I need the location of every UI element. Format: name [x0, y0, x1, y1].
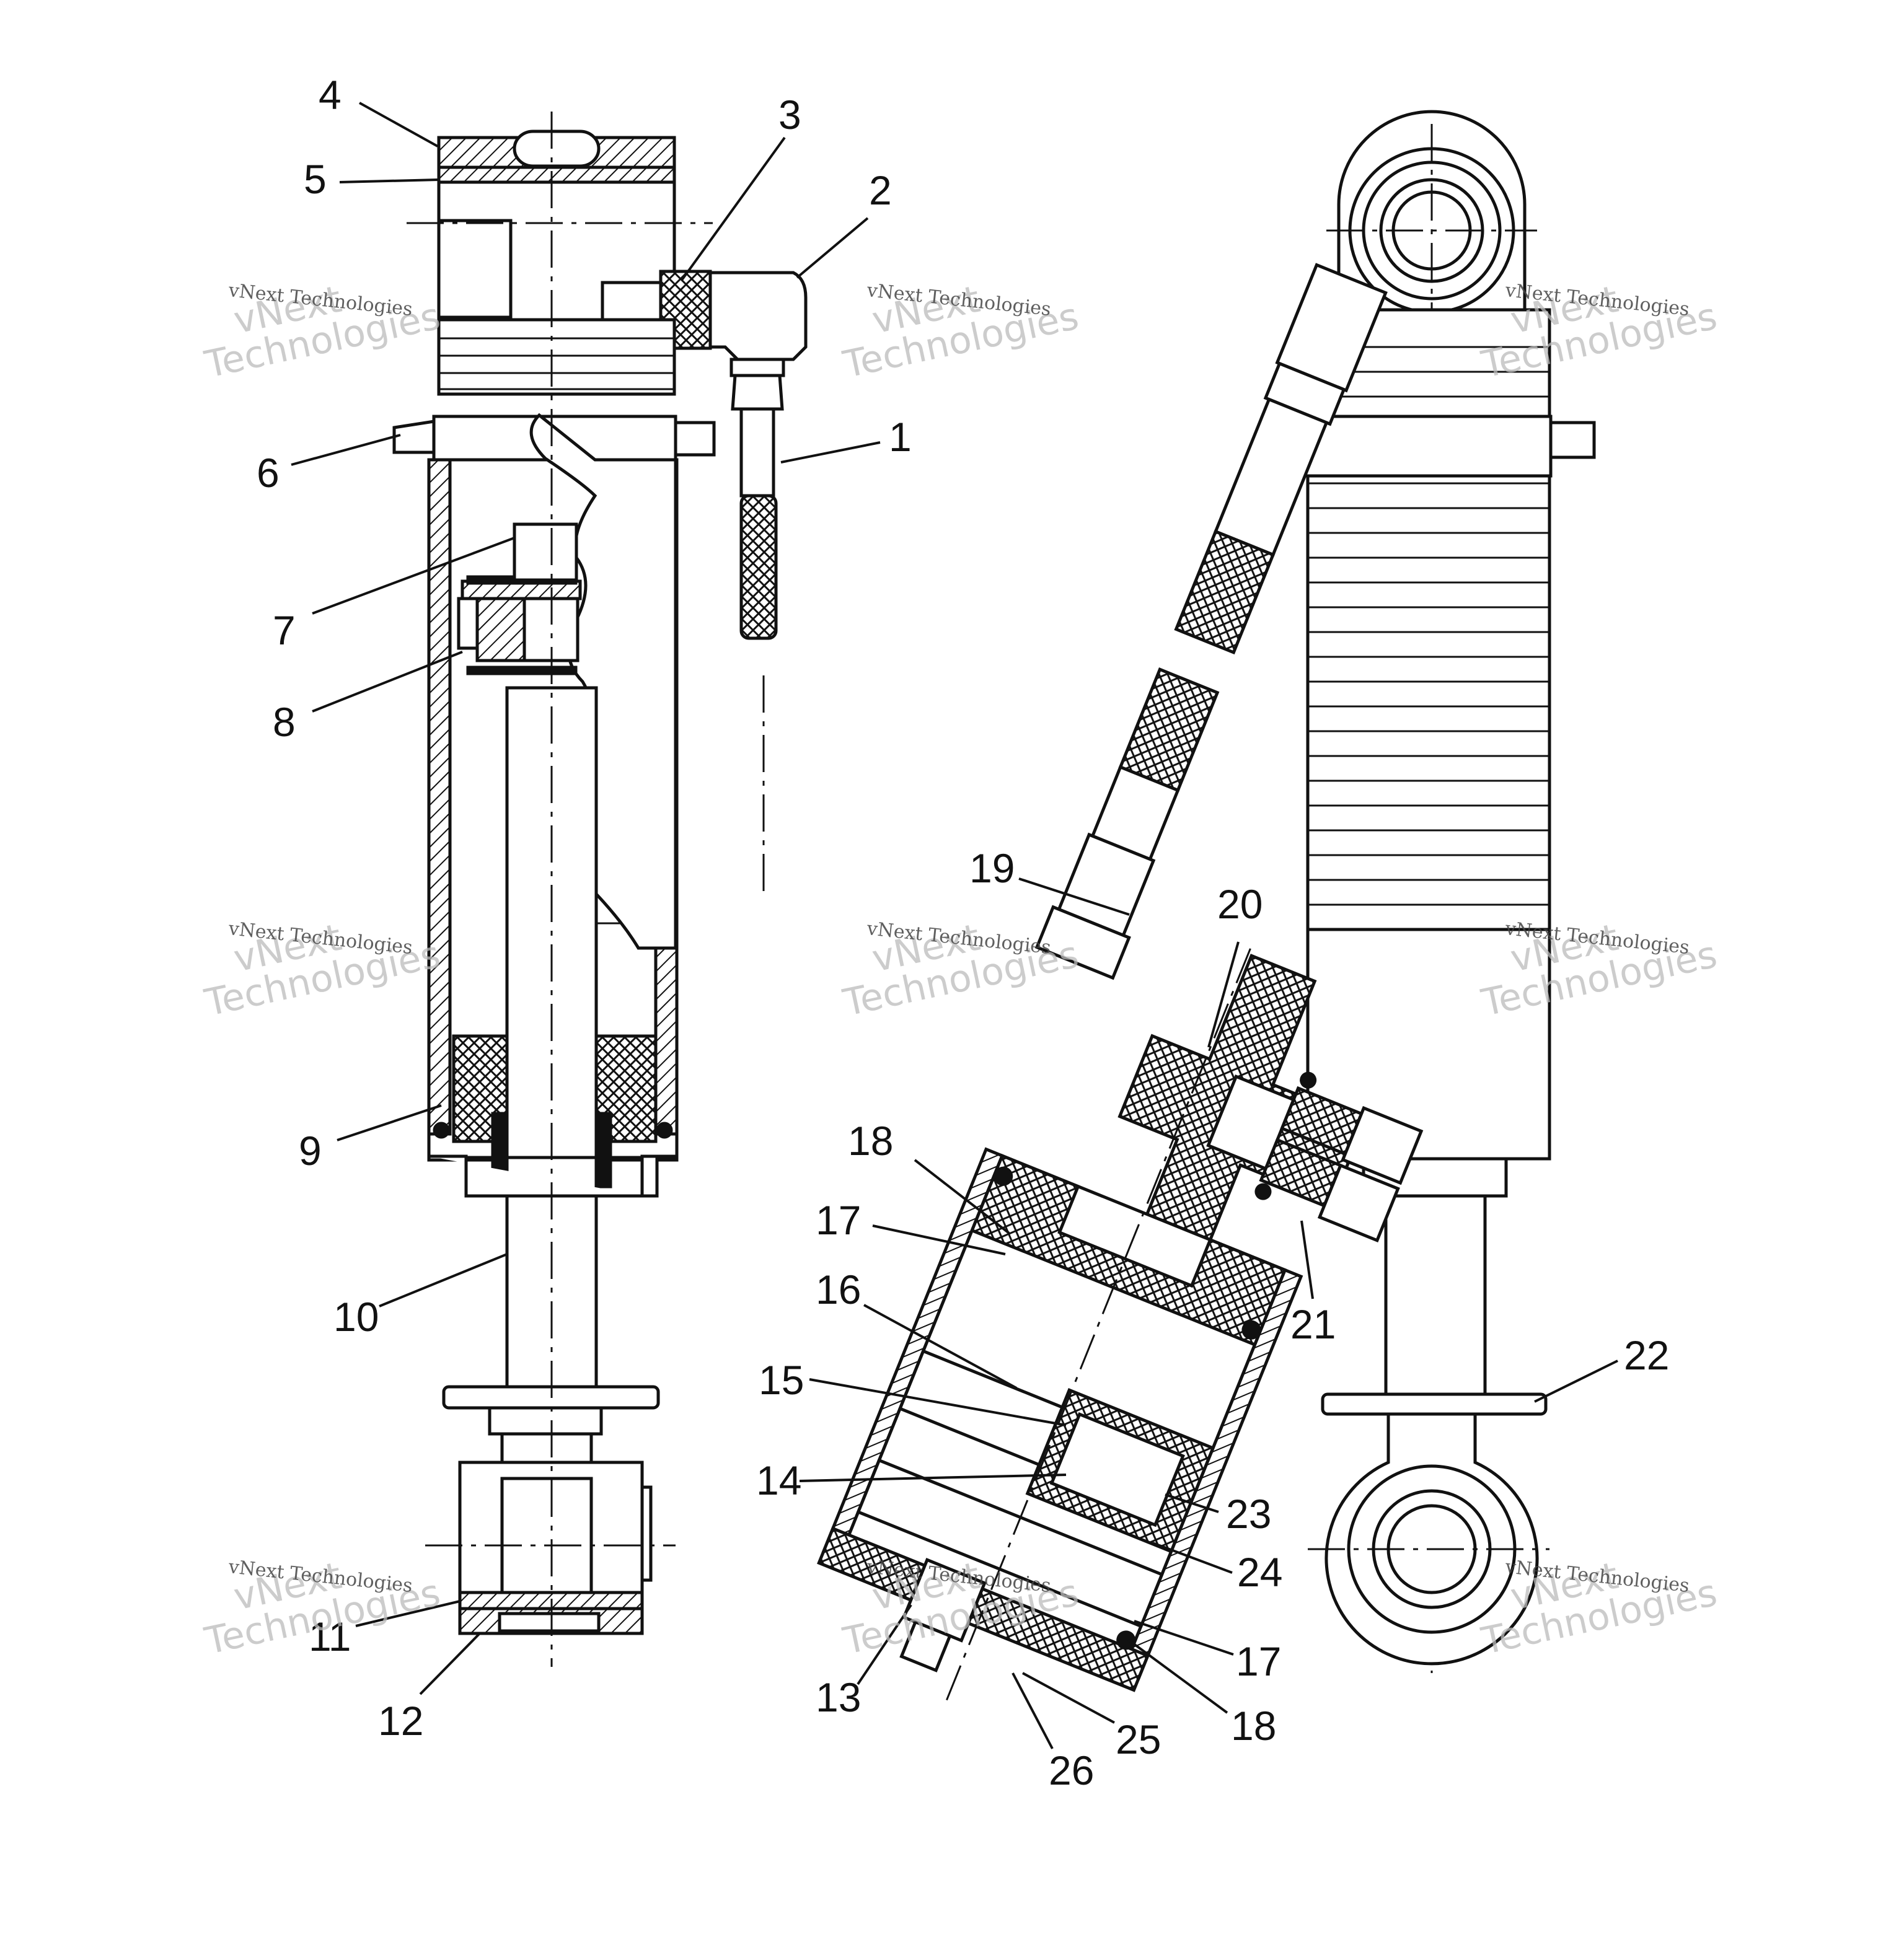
callout-14: 14: [756, 1457, 801, 1503]
callout-leaders: [291, 102, 1618, 1749]
lower-eye-edge: [640, 1485, 653, 1582]
right-shaft: [1384, 1194, 1487, 1396]
callout-15: 15: [759, 1357, 804, 1403]
body-wall-right: [654, 946, 679, 1136]
adjuster-valve-core: [1206, 1074, 1296, 1171]
right-lower-eye: [1324, 1412, 1539, 1666]
reservoir-assembly: [817, 263, 1424, 1708]
floating-piston-core: [1049, 1412, 1185, 1527]
seal-head-right: [594, 1034, 658, 1143]
callout-6: 6: [257, 450, 280, 496]
callout-7: 7: [273, 607, 296, 653]
adjuster-cap-upper: [1341, 1105, 1424, 1185]
top-washer: [437, 165, 676, 184]
callout-13: 13: [816, 1674, 861, 1720]
callout-1: 1: [889, 414, 912, 460]
watermarks: vNext Technologies vNext Technologies vN…: [201, 278, 1721, 1663]
callout-20: 20: [1217, 881, 1263, 927]
elbow-fitting: [708, 271, 808, 361]
canister-oring-top-right: [1241, 1320, 1261, 1340]
callout-24: 24: [1237, 1549, 1282, 1595]
spring-upper-cap: [437, 318, 676, 396]
valve-stem-cap: [899, 1620, 952, 1672]
callout-17-lower: 17: [1236, 1638, 1281, 1684]
body-oring-right: [656, 1122, 673, 1139]
piston-shaft: [505, 686, 598, 1198]
piston-ring-bottom: [466, 666, 578, 675]
top-eye-hole: [513, 130, 601, 168]
right-spring-collar: [1290, 415, 1553, 478]
callout-numbers: 4 5 3 2 1 6 7 8 9 10 11 12 19 20 21 18 1…: [257, 72, 1669, 1793]
callout-18-lower: 18: [1231, 1703, 1276, 1749]
callout-12: 12: [378, 1698, 423, 1744]
callout-8: 8: [273, 699, 296, 745]
adjuster-oring-top: [1300, 1071, 1317, 1089]
callout-9: 9: [299, 1128, 322, 1174]
canister-oring-top-left: [994, 1166, 1013, 1186]
callout-3: 3: [778, 92, 801, 138]
hose-fitting-body: [601, 281, 666, 322]
shaft-top-stud: [513, 522, 578, 582]
callout-22: 22: [1624, 1332, 1669, 1378]
callout-4: 4: [319, 72, 342, 118]
preload-collar-right: [672, 421, 716, 457]
lower-eye-hole: [498, 1612, 601, 1633]
braided-hose: [739, 494, 778, 640]
canister-top-plug: [970, 1153, 1287, 1347]
preload-collar-left: [392, 420, 436, 454]
callout-5: 5: [304, 156, 327, 202]
callout-17-upper: 17: [816, 1197, 861, 1243]
hose-stem: [739, 407, 775, 498]
hose-lower-nut: [1034, 905, 1131, 980]
callout-23: 23: [1226, 1491, 1271, 1537]
body-wall-left: [427, 458, 452, 1136]
right-spring-body: [1306, 308, 1551, 931]
seal-right-stack: [595, 1112, 612, 1188]
callout-18-upper: 18: [848, 1118, 893, 1164]
right-spring-coils: [1308, 346, 1549, 906]
callout-25: 25: [1116, 1716, 1161, 1762]
elbow-nut: [729, 358, 785, 377]
callout-2: 2: [869, 167, 892, 213]
adjuster-oring-bottom: [1254, 1183, 1272, 1200]
callout-11: 11: [309, 1614, 351, 1659]
right-collar-stub-right: [1548, 421, 1596, 459]
lower-collar: [488, 1406, 603, 1436]
hose-nut: [731, 374, 784, 411]
piston-body: [475, 597, 526, 662]
top-eye-slot: [437, 219, 513, 319]
hose-braid-upper: [1174, 529, 1276, 655]
left-shock-cutaway: [392, 112, 808, 1667]
adjuster-cap-lower: [1317, 1163, 1400, 1242]
callout-16: 16: [816, 1267, 861, 1312]
body-oring-left: [433, 1122, 450, 1139]
callout-21: 21: [1290, 1301, 1336, 1347]
piston-side: [457, 597, 479, 650]
right-lower-spring-seat: [1321, 1392, 1548, 1416]
callout-19: 19: [969, 845, 1015, 891]
callout-10: 10: [333, 1294, 379, 1340]
callout-26: 26: [1049, 1747, 1094, 1793]
